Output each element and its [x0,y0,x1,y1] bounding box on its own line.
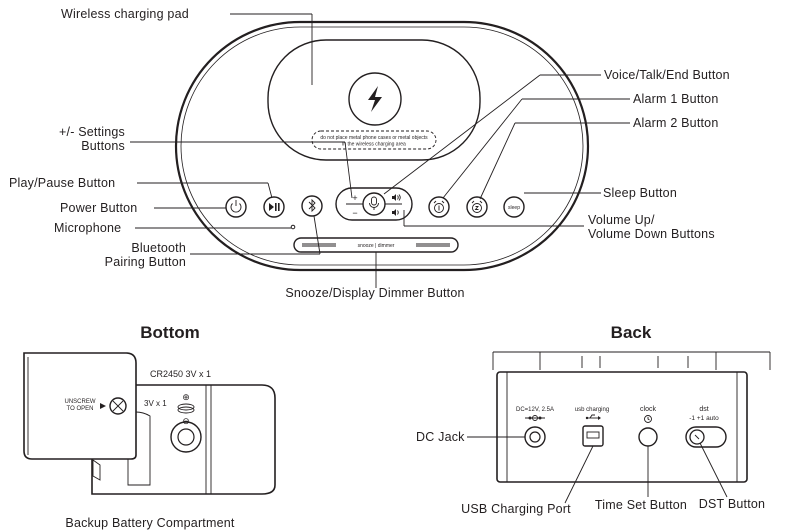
bottom-caption: Backup Battery Compartment [65,516,234,530]
microphone-label: Microphone [54,221,121,235]
usb-port-label: USB Charging Port [461,502,571,516]
dst-options-text: -1 +1 auto [689,415,719,422]
battery-cell [177,428,195,446]
power-button[interactable] [225,196,247,218]
dst-switch[interactable] [685,426,727,448]
alarm-1-button[interactable] [428,196,450,218]
device-inner-body [180,26,584,266]
clock-icon [644,415,652,423]
play-pause-icon [269,203,280,211]
play-pause-label: Play/Pause Button [9,176,115,190]
bluetooth-label-line2: Pairing Button [105,255,186,269]
settings-volume-cluster [335,187,413,221]
play-pause-button[interactable] [263,196,285,218]
alarm-1-icon [433,200,445,213]
unscrew-text-line1: UNSCREW [65,399,96,405]
settings-label-line1: +/- Settings [59,125,125,139]
volume-label-line1: Volume Up/ [588,213,655,227]
power-icon [230,200,242,213]
alarm-1-label: Alarm 1 Button [633,92,718,106]
bluetooth-label-line1: Bluetooth [131,241,186,255]
voice-button-label: Voice/Talk/End Button [604,68,730,82]
dst-switch-knob[interactable] [689,429,705,445]
settings-label-line2: Buttons [81,139,125,153]
dst-text: dst [699,406,708,413]
warning-dashed-box [311,130,437,150]
screw-cross-icon [112,400,124,412]
bluetooth-pairing-button[interactable] [301,195,323,217]
time-set-button[interactable] [638,427,658,447]
bottom-body-outline [91,384,276,495]
bottom-view-drawing: ⊕ ⊖ CR2450 3V x 1 3V x 1 UNSCREW TO OPEN [23,352,276,495]
arrow-right-icon [100,403,106,409]
settings-minus-button[interactable]: − [352,208,357,218]
device-outer-body [174,20,590,272]
microphone-icon [369,196,379,210]
settings-plus-button[interactable]: + [352,193,357,203]
volume-up-icon[interactable] [392,194,401,201]
battery-plus-symbol: ⊕ [182,392,190,402]
usb-symbol-icon [585,414,601,420]
microphone-hole [290,224,296,230]
voice-talk-end-button[interactable] [362,192,386,216]
dc-rating-text: DC=12V, 2.5A [516,407,554,413]
usb-charging-text: usb charging [575,407,609,413]
dc-jack-label: DC Jack [416,430,465,444]
volume-down-icon[interactable] [392,209,399,216]
alarm-2-icon [471,200,483,213]
warning-text-line1: do not place metal phone cases or metal … [320,135,428,141]
warning-text-line2: in the wireless charging area [342,142,406,148]
dc-jack[interactable] [524,426,546,448]
alarm-2-label: Alarm 2 Button [633,116,718,130]
back-view-drawing: DC=12V, 2.5A usb charging clock dst -1 + [492,351,771,483]
battery-type-text: CR2450 3V x 1 [150,369,211,379]
snooze-label: Snooze/Display Dimmer Button [285,286,464,300]
lightning-icon [368,86,382,112]
bottom-heading: Bottom [140,323,199,342]
sleep-button[interactable] [503,196,525,218]
alarm-2-button[interactable] [466,196,488,218]
back-heading: Back [611,323,652,342]
sleep-label: Sleep Button [603,186,677,200]
power-label: Power Button [60,201,137,215]
time-set-label: Time Set Button [595,498,687,512]
battery-holder [170,421,202,453]
battery-minus-symbol: ⊖ [182,416,190,426]
wireless-pad-label: Wireless charging pad [61,7,189,21]
wireless-charging-pad [267,39,481,161]
dc-polarity-icon [525,415,545,421]
clock-text: clock [640,406,656,413]
charging-logo-circle [348,72,402,126]
battery-small-text: 3V x 1 [144,399,167,408]
bluetooth-icon [308,198,316,213]
volume-label-line2: Volume Down Buttons [588,227,715,241]
back-panel [496,371,748,483]
sleep-button-label: sleep [508,205,520,211]
battery-cover[interactable] [23,352,137,460]
top-callout-lines [130,13,630,288]
clock-top-view: do not place metal phone cases or metal … [174,20,590,272]
dst-label: DST Button [699,497,765,511]
snooze-bar-text: snooze | dimmer [358,243,395,249]
unscrew-text-line2: TO OPEN [67,406,94,412]
back-callout-lines [467,436,728,504]
